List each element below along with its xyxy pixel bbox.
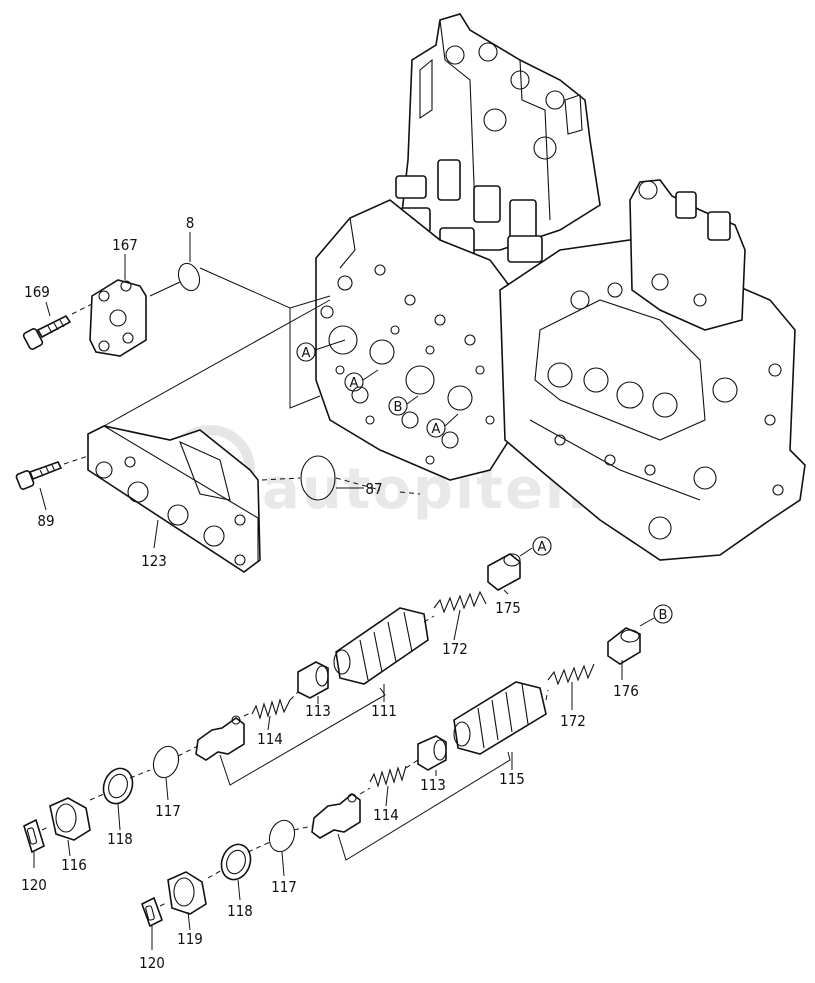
bolt-169 [22, 314, 72, 350]
spring-172-upper [433, 590, 487, 614]
label-172-upper: 172 [442, 640, 468, 658]
o-ring-117-upper [152, 745, 180, 779]
label-117-upper: 117 [155, 802, 181, 820]
label-115: 115 [499, 770, 525, 788]
o-ring-87 [300, 455, 336, 501]
cap-175 [487, 553, 521, 591]
label-120-lower: 120 [139, 954, 165, 972]
svg-text:A: A [538, 540, 547, 555]
svg-text:A: A [302, 346, 311, 361]
callout-b-1: B [388, 396, 408, 416]
label-113-upper: 113 [305, 702, 331, 720]
plate-167 [89, 279, 147, 357]
seal-120-upper [23, 818, 45, 854]
spring-172-lower [547, 663, 595, 686]
label-114-upper: 114 [257, 730, 283, 748]
plug-lower [311, 792, 361, 839]
o-ring-8 [177, 262, 201, 292]
svg-text:A: A [432, 422, 441, 437]
label-120-upper: 120 [21, 876, 47, 894]
cap-119 [167, 871, 207, 915]
cap-176 [607, 627, 641, 665]
part-labels: 169 167 8 89 123 87 175 172 111 113 114 … [21, 214, 639, 972]
label-8: 8 [186, 214, 195, 232]
label-89: 89 [37, 512, 54, 530]
label-123: 123 [141, 552, 167, 570]
callout-b-2: B [653, 604, 673, 624]
callout-a-4: A [532, 536, 552, 556]
svg-text:B: B [394, 400, 403, 415]
label-113-lower: 113 [420, 776, 446, 794]
callout-a-3: A [426, 418, 446, 438]
cover-123 [87, 425, 261, 573]
spring-114-upper [251, 698, 291, 720]
spring-114-lower [369, 765, 407, 788]
seat-113-upper [297, 661, 329, 699]
control-valve-body [315, 13, 806, 561]
svg-text:B: B [659, 608, 668, 623]
label-117-lower: 117 [271, 878, 297, 896]
label-167: 167 [112, 236, 138, 254]
sleeve-115 [453, 681, 547, 755]
label-114-lower: 114 [373, 806, 399, 824]
bolt-89 [15, 461, 63, 490]
callout-a-1: A [296, 342, 316, 362]
sleeve-111 [333, 607, 429, 685]
cap-116 [49, 797, 91, 841]
label-119: 119 [177, 930, 203, 948]
label-172-lower: 172 [560, 712, 586, 730]
o-ring-117-lower [268, 819, 296, 853]
seal-120-lower [141, 896, 163, 928]
seat-113-lower [417, 735, 447, 771]
label-118-upper: 118 [107, 830, 133, 848]
label-116: 116 [61, 856, 87, 874]
callout-a-2: A [344, 372, 364, 392]
svg-text:A: A [350, 376, 359, 391]
label-87: 87 [365, 480, 382, 498]
label-176: 176 [613, 682, 639, 700]
washer-118-lower [220, 843, 252, 881]
label-175: 175 [495, 599, 521, 617]
label-118-lower: 118 [227, 902, 253, 920]
washer-118-upper [102, 767, 134, 805]
plug-upper [195, 715, 245, 761]
label-169: 169 [24, 283, 50, 301]
label-111: 111 [371, 702, 397, 720]
